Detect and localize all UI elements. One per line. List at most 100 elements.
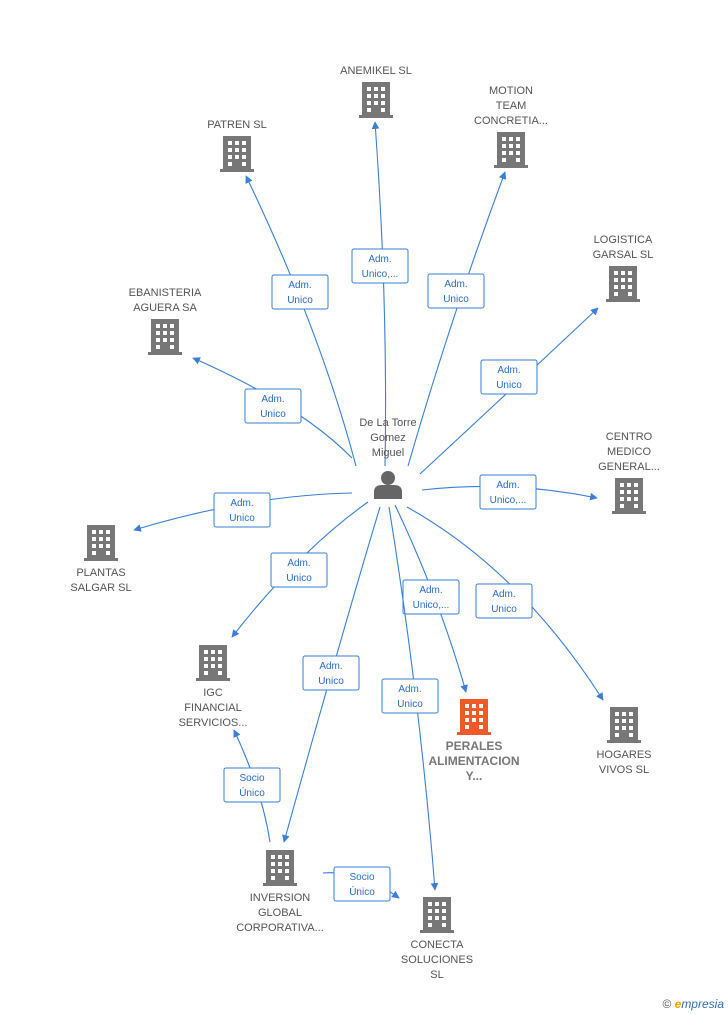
company-node-motion[interactable]: MOTIONTEAMCONCRETIA... xyxy=(474,85,548,168)
edges-layer: Adm.Unico,...Adm.UnicoAdm.UnicoAdm.Unico… xyxy=(133,121,604,902)
edge-label-line: Socio xyxy=(239,773,264,784)
building-icon xyxy=(220,136,254,172)
brand-rest: mpresia xyxy=(681,997,724,1011)
node-label-line: VIVOS SL xyxy=(599,764,649,776)
node-label-line: INVERSION xyxy=(250,892,311,904)
company-node-logistica[interactable]: LOGISTICA GARSAL SL xyxy=(593,234,654,302)
edge-label-line: Único xyxy=(349,885,375,898)
building-icon xyxy=(148,319,182,355)
edge-center-motion: Adm. Unico xyxy=(407,171,507,467)
company-node-anemikel[interactable]: ANEMIKEL SL xyxy=(340,65,412,118)
node-label-line: PLANTAS xyxy=(76,567,125,579)
edge-label-box[interactable] xyxy=(351,248,409,284)
edge-center-logistica: Adm.Unico xyxy=(419,307,599,475)
company-node-inversion[interactable]: INVERSION GLOBAL CORPORATIVA... xyxy=(236,850,324,934)
node-label-line: MOTION xyxy=(489,85,533,97)
node-label-line: PERALES xyxy=(446,739,503,753)
node-label-line: SALGAR SL xyxy=(70,582,131,594)
node-label-line: GARSAL SL xyxy=(593,249,654,261)
edge-label-box[interactable] xyxy=(213,492,271,528)
edge-center-plantas: Adm.Unico xyxy=(133,492,353,532)
edge-label-box[interactable] xyxy=(271,274,329,310)
node-label-line: CORPORATIVA... xyxy=(236,922,324,934)
building-icon xyxy=(420,897,454,933)
node-label-line: PATREN SL xyxy=(207,119,267,131)
edge-label-line: Adm. xyxy=(368,254,391,265)
edge-label-line: Unico xyxy=(318,676,344,687)
node-label-line: Miguel xyxy=(372,447,404,459)
edge-label-box[interactable] xyxy=(333,866,391,902)
node-label-line: TEAM xyxy=(496,100,527,112)
node-label-line: GLOBAL xyxy=(258,907,302,919)
edge-label-line: Unico xyxy=(496,380,522,391)
node-label-line: LOGISTICA xyxy=(594,234,653,246)
edge-center-centro: Adm.Unico,... xyxy=(421,474,598,510)
edge-label-line: Adm. xyxy=(319,661,342,672)
building-icon xyxy=(359,82,393,118)
edge-label-line: Unico xyxy=(287,295,313,306)
company-node-igc[interactable]: IGC FINANCIAL SERVICIOS... xyxy=(179,645,248,729)
company-node-plantas[interactable]: PLANTAS SALGAR SL xyxy=(70,525,132,594)
edge-line xyxy=(245,175,357,467)
edge-label-box[interactable] xyxy=(475,583,533,619)
edge-label-box[interactable] xyxy=(302,655,360,691)
edge-label-line: Unico xyxy=(397,699,423,710)
company-node-perales[interactable]: PERALESALIMENTACIONY... xyxy=(428,699,520,783)
building-icon xyxy=(607,707,641,743)
brand-e: e xyxy=(674,997,682,1011)
edge-label-box[interactable] xyxy=(381,678,439,714)
company-node-centro[interactable]: CENTROMEDICOGENERAL... xyxy=(598,431,660,514)
edge-center-perales: Adm. Unico,... xyxy=(394,504,468,693)
company-node-conecta[interactable]: CONECTA SOLUCIONES SL xyxy=(401,897,473,981)
node-label-line: HOGARES xyxy=(596,749,651,761)
node-label-line: FINANCIAL xyxy=(184,702,241,714)
edge-label-line: Adm. xyxy=(444,279,467,290)
node-label-line: Gomez xyxy=(370,432,405,444)
node-label-line: AGUERA SA xyxy=(133,302,197,314)
edge-label-box[interactable] xyxy=(479,474,537,510)
edge-label-box[interactable] xyxy=(270,552,328,588)
building-icon xyxy=(494,132,528,168)
edge-label-line: Unico xyxy=(260,409,286,420)
edge-label-line: Unico,... xyxy=(362,269,399,280)
edge-label-box[interactable] xyxy=(223,767,281,803)
edge-label-line: Adm. xyxy=(496,480,519,491)
edge-center-anemikel: Adm. Unico,... xyxy=(351,121,409,467)
node-label-line: SERVICIOS... xyxy=(179,717,248,729)
edge-label-line: Adm. xyxy=(492,589,515,600)
building-icon xyxy=(84,525,118,561)
edge-label-box[interactable] xyxy=(480,359,538,395)
building-icon xyxy=(457,699,491,735)
node-label-line: SL xyxy=(430,969,443,981)
edge-center-patren: Adm. Unico xyxy=(245,175,357,467)
edge-label-line: Único xyxy=(239,786,265,799)
empresia-watermark: © empresia xyxy=(662,997,724,1011)
edge-label-line: Adm. xyxy=(261,394,284,405)
edge-label-line: Unico xyxy=(443,294,469,305)
node-label-line: De La Torre xyxy=(359,417,416,429)
building-icon xyxy=(606,266,640,302)
copyright-icon: © xyxy=(662,997,672,1011)
person-icon xyxy=(374,471,402,499)
company-node-patren[interactable]: PATREN SL xyxy=(207,119,267,172)
node-label-line: IGC xyxy=(203,687,223,699)
edge-label-line: Adm. xyxy=(287,558,310,569)
node-label-line: CENTRO xyxy=(606,431,653,443)
company-node-hogares[interactable]: HOGARES VIVOS SL xyxy=(596,707,652,776)
edge-label-line: Adm. xyxy=(398,684,421,695)
edge-label-line: Unico,... xyxy=(413,600,450,611)
node-label-line: SOLUCIONES xyxy=(401,954,473,966)
edge-label-box[interactable] xyxy=(427,273,485,309)
node-label-line: CONECTA xyxy=(411,939,465,951)
edge-center-ebanisteria: Adm. Unico xyxy=(192,357,353,459)
edge-label-box[interactable] xyxy=(244,388,302,424)
edge-label-line: Adm. xyxy=(419,585,442,596)
edge-label-line: Adm. xyxy=(230,498,253,509)
edge-label-line: Adm. xyxy=(288,280,311,291)
